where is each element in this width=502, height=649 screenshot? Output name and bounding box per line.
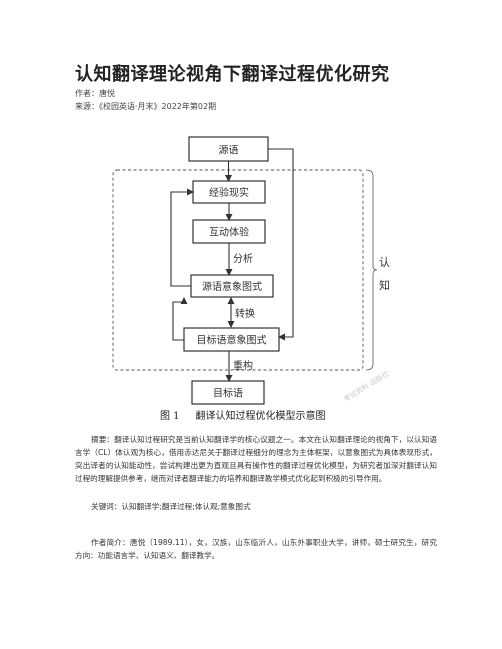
box-target-image-schema: 目标语意象图式 (183, 327, 280, 352)
svg-text:互动体验: 互动体验 (209, 226, 249, 239)
label-cognition-1: 认 (379, 256, 390, 269)
figure-caption-text: 翻译认知过程优化模型示意图 (195, 411, 326, 422)
svg-text:源语意象图式: 源语意象图式 (202, 280, 262, 293)
box-source-image-schema: 源语意象图式 (190, 274, 274, 298)
label-conversion: 转换 (235, 307, 255, 320)
article-title: 认知翻译理论视角下翻译过程优化研究 (75, 64, 390, 85)
author-line: 作者：唐悦 (75, 89, 115, 98)
svg-text:目标语: 目标语 (213, 388, 243, 400)
source-line: 来源：《校园英语·月末》2022年第02期 (75, 102, 217, 111)
figure-number: 图 1 (160, 411, 180, 422)
arrow-source-to-target-schema (268, 148, 294, 341)
author-bio: 作者简介：唐悦（1989.11），女，汉族，山东临沂人，山东外事职业大学，讲师，… (75, 538, 437, 560)
cognition-dashed-frame (112, 169, 364, 371)
cognition-brace (365, 169, 378, 371)
abstract: 摘要：翻译认知过程研究是当前认知翻译学的核心议题之一。本文在认知翻译理论的视角下… (75, 435, 437, 483)
label-cognition-2: 知 (379, 278, 390, 292)
svg-text:经验现实: 经验现实 (209, 186, 249, 199)
svg-text:源语: 源语 (219, 144, 239, 157)
figure-caption: 图 1 翻译认知过程优化模型示意图 (160, 407, 326, 422)
arrow-feedback-loop (170, 188, 194, 287)
box-interactive-experience: 互动体验 (192, 219, 266, 244)
box-experience-reality: 经验现实 (192, 180, 266, 204)
label-analysis: 分析 (233, 252, 253, 265)
svg-text:目标语意象图式: 目标语意象图式 (197, 334, 267, 347)
box-source-language: 源语 (188, 136, 269, 162)
label-reconstruction: 重构 (233, 359, 253, 372)
arrow-experience-to-target-schema (172, 297, 188, 341)
translation-process-diagram: 源语 经验现实 互动体验 源语意象图式 目标语意象图式 目标语 分析 转换 重构… (112, 136, 390, 405)
box-target-language: 目标语 (191, 380, 265, 405)
keywords: 关键词：认知翻译学;翻译过程;体认观;意象图式 (91, 502, 251, 511)
